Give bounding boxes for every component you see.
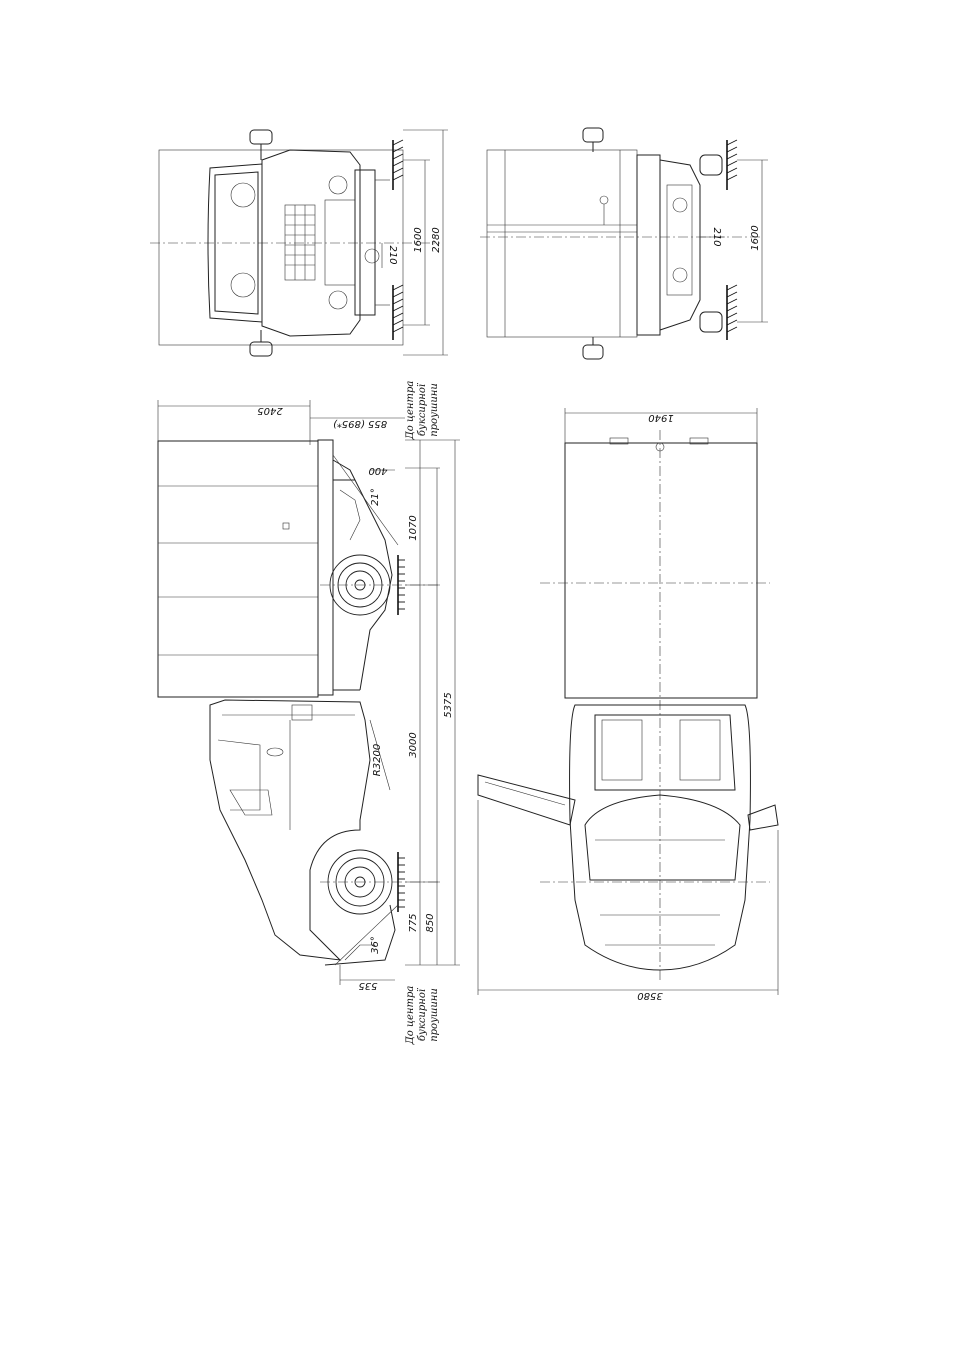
side-view: 2405 855 (895*) bbox=[158, 381, 460, 1046]
rear-overhang-dim: 855 (895*) bbox=[333, 418, 387, 429]
svg-text:буксирної: буксирної bbox=[417, 382, 428, 436]
total-width-dim: 3580 bbox=[637, 990, 662, 1001]
front-width-dim: 2280 bbox=[431, 227, 442, 252]
rear-departure-angle: 21° bbox=[370, 488, 381, 506]
total-length-dim: 5375 bbox=[443, 692, 454, 717]
wheelbase-dim: 3000 bbox=[408, 732, 419, 757]
turn-radius-dim: R3200 bbox=[372, 744, 383, 776]
front-track-dim: 1600 bbox=[413, 227, 424, 252]
top-view: 1940 3580 bbox=[478, 408, 778, 1001]
svg-text:проушини: проушини bbox=[429, 383, 440, 437]
rear-view: 210 1600 bbox=[480, 128, 768, 359]
svg-text:проушини: проушини bbox=[429, 988, 440, 1042]
tow-eye-note-top: До центра буксирної проушини bbox=[405, 381, 440, 441]
front-clearance-dim: 210 bbox=[387, 245, 398, 264]
tow-eye-note-bottom: До центра буксирної проушини bbox=[405, 986, 440, 1046]
front-overhang-a-dim: 775 bbox=[408, 913, 419, 932]
rear-track-dim: 1600 bbox=[750, 225, 761, 250]
rear-overhang-lower-dim: 1070 bbox=[408, 515, 419, 540]
body-width-dim: 1940 bbox=[648, 412, 673, 423]
rear-clearance-dim: 210 bbox=[711, 227, 722, 246]
svg-text:буксирної: буксирної bbox=[417, 987, 428, 1041]
rear-hitch-dim: 400 bbox=[368, 465, 387, 476]
front-view: 210 1600 2280 bbox=[150, 130, 448, 356]
front-overhang-b-dim: 850 bbox=[425, 913, 436, 932]
svg-text:До центра: До центра bbox=[405, 986, 416, 1046]
svg-text:До центра: До центра bbox=[405, 381, 416, 441]
front-hitch-dim: 535 bbox=[358, 980, 377, 991]
body-length-dim: 2405 bbox=[257, 405, 282, 416]
front-approach-angle: 36° bbox=[370, 936, 381, 954]
